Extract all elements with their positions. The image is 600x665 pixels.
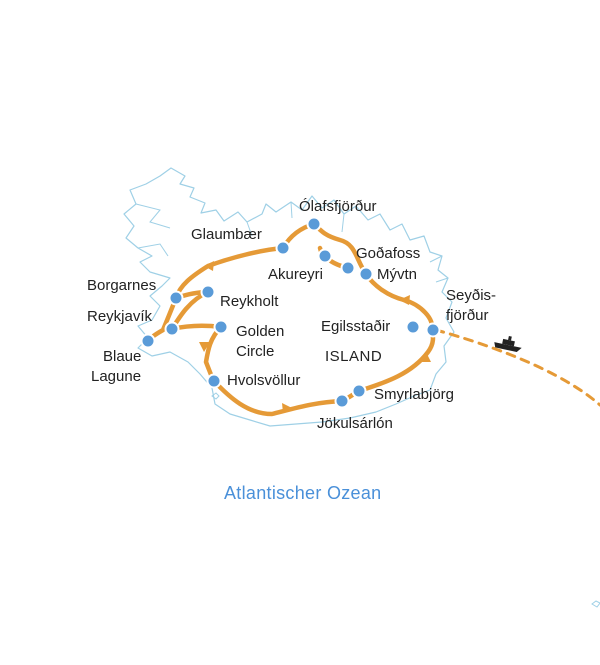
route-stops: [140, 216, 441, 409]
label-glaumbaer: Glaumbær: [191, 226, 262, 243]
label-golden-1: Golden: [236, 323, 284, 340]
label-godafoss: Goðafoss: [356, 245, 420, 262]
island-small-se: [591, 600, 600, 608]
coast-detail-north: [246, 201, 345, 237]
stop-reykholt[interactable]: [200, 284, 216, 300]
iceland-coastline: [123, 167, 455, 427]
route-arrow-icon: [282, 403, 292, 413]
stop-godafoss[interactable]: [340, 260, 356, 276]
coast-detail-west: [135, 203, 171, 257]
stop-olafsfjordur[interactable]: [306, 216, 322, 232]
label-golden-2: Circle: [236, 343, 274, 360]
label-egilsstadir: Egilsstaðir: [321, 318, 390, 335]
stop-seydisfjordur[interactable]: [425, 322, 441, 338]
stop-hvolsvollur[interactable]: [206, 373, 222, 389]
label-smyrlabjorg: Smyrlabjörg: [374, 386, 454, 403]
stop-myvatn[interactable]: [358, 266, 374, 282]
stop-egilsstadir[interactable]: [405, 319, 421, 335]
coast-detail-east: [429, 255, 449, 283]
stop-akureyri[interactable]: [317, 248, 333, 264]
label-borgarnes: Borgarnes: [87, 277, 156, 294]
place-labels: Ólafsfjörður Glaumbær Akureyri Goðafoss …: [87, 198, 496, 432]
label-reykholt: Reykholt: [220, 293, 279, 310]
stop-borgarnes[interactable]: [168, 290, 184, 306]
stop-jokulsarlon[interactable]: [334, 393, 350, 409]
stop-golden-circle[interactable]: [213, 319, 229, 335]
label-seydisfjordur-2: fjörður: [446, 307, 489, 324]
label-myvatn: Mývtn: [377, 266, 417, 283]
island-small: [211, 392, 220, 400]
route-arrow-icon: [421, 352, 431, 362]
route-arrow-icon: [199, 342, 210, 352]
route-arrow-icon: [204, 261, 214, 271]
label-blaue-1: Blaue: [103, 348, 141, 365]
ferry-ship-icon: [494, 335, 522, 352]
label-jokulsarlon: Jökulsárlón: [317, 415, 393, 432]
label-reykjavik: Reykjavík: [87, 308, 153, 325]
label-hvolsvollur: Hvolsvöllur: [227, 372, 300, 389]
ocean-label: Atlantischer Ozean: [224, 483, 381, 503]
stop-glaumbaer[interactable]: [275, 240, 291, 256]
route-arrow-icon: [399, 295, 410, 305]
stop-smyrlabjorg[interactable]: [351, 383, 367, 399]
label-seydisfjordur-1: Seyðis-: [446, 287, 496, 304]
country-label: ISLAND: [325, 348, 382, 365]
tour-route: [145, 221, 436, 417]
ferry-route: [434, 328, 600, 407]
label-olafsfjordur: Ólafsfjörður: [299, 198, 377, 215]
label-akureyri: Akureyri: [268, 266, 323, 283]
stop-reykjavik[interactable]: [164, 321, 180, 337]
label-blaue-2: Lagune: [91, 368, 141, 385]
stop-blaue-lagune[interactable]: [140, 333, 156, 349]
